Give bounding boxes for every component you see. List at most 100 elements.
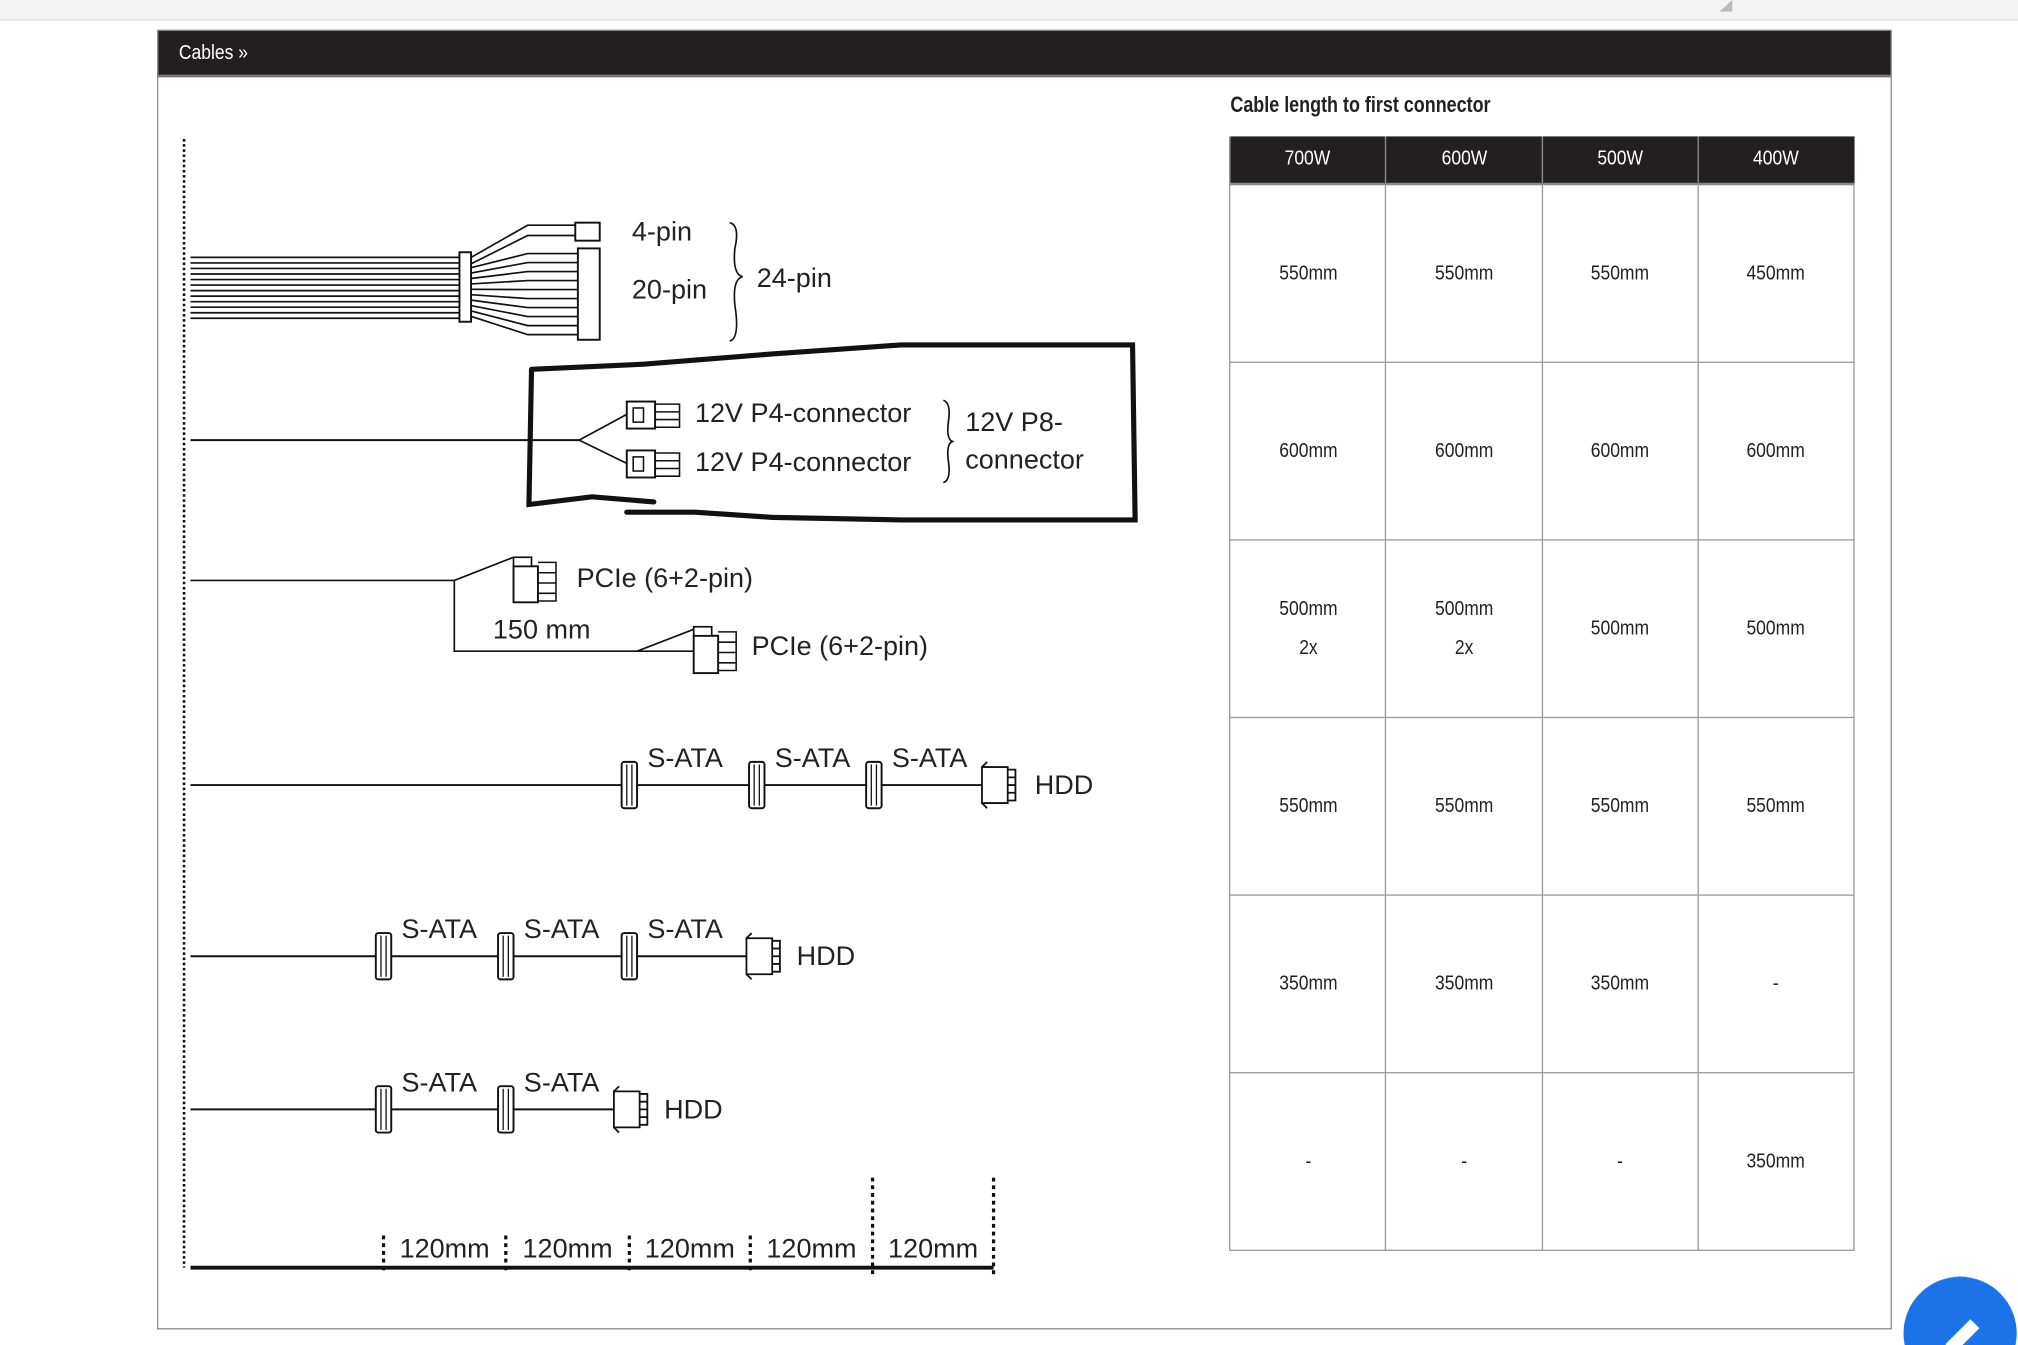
label-4pin: 4-pin bbox=[632, 217, 692, 247]
table-cell: 550mm bbox=[1385, 716, 1543, 896]
cell-value: 350mm bbox=[1746, 1149, 1806, 1172]
cell-value: 500mm bbox=[1591, 617, 1650, 639]
table-cell: - bbox=[1229, 1072, 1387, 1251]
hdd-connector bbox=[612, 1085, 649, 1134]
cell-value: 500mm bbox=[1746, 617, 1806, 639]
label-24pin: 24-pin bbox=[757, 263, 832, 293]
pcie-connector-1 bbox=[512, 565, 539, 604]
column-header: 600W bbox=[1385, 136, 1543, 186]
cell-value: - bbox=[1304, 1149, 1311, 1172]
table-cell: 550mm bbox=[1229, 716, 1387, 896]
cell-value: - bbox=[1773, 972, 1780, 995]
table-cell: 550mm bbox=[1385, 183, 1543, 363]
label-p8-line2: connector bbox=[965, 444, 1084, 474]
column-header: 700W bbox=[1229, 136, 1386, 186]
p4-connector-1 bbox=[625, 400, 657, 430]
cell-value: 350mm bbox=[1434, 972, 1494, 995]
table-cell: 350mm bbox=[1541, 894, 1699, 1074]
sata-cables bbox=[190, 760, 1017, 1134]
table-cell: 600mm bbox=[1697, 361, 1855, 541]
pencil-icon bbox=[1945, 1319, 1980, 1345]
table-cell: 600mm bbox=[1385, 361, 1543, 541]
label-sata: S-ATA bbox=[524, 914, 600, 944]
table-title: Cable length to first connector bbox=[1230, 92, 1491, 118]
label-p8-line1: 12V P8- bbox=[965, 407, 1063, 437]
label-p4-2: 12V P4-connector bbox=[695, 447, 911, 477]
table-cell: 500mm bbox=[1541, 539, 1699, 719]
cell-value: 550mm bbox=[1434, 794, 1494, 817]
ruler-label: 120mm bbox=[523, 1233, 613, 1263]
header-label: 500W bbox=[1597, 148, 1644, 170]
table-row: 350mm 350mm 350mm - bbox=[1229, 894, 1855, 1074]
highlight-box bbox=[526, 342, 1138, 523]
ruler-label: 120mm bbox=[400, 1233, 490, 1263]
cell-value: 600mm bbox=[1434, 439, 1494, 462]
label-p4-1: 12V P4-connector bbox=[695, 398, 911, 428]
cell-value: 600mm bbox=[1746, 439, 1806, 462]
browser-top-bar bbox=[0, 0, 2018, 21]
ruler-label: 120mm bbox=[645, 1233, 735, 1263]
table-cell: - bbox=[1385, 1072, 1543, 1251]
table-cell: 600mm bbox=[1229, 361, 1387, 541]
brace-24pin bbox=[729, 221, 743, 342]
brace-p8 bbox=[943, 399, 955, 484]
table-cell: 350mm bbox=[1385, 894, 1543, 1074]
sata-connector bbox=[497, 932, 515, 981]
table-cell: 500mm bbox=[1697, 539, 1855, 719]
cell-value: 600mm bbox=[1278, 439, 1337, 462]
cable-length-table: 700W 600W 500W 400W 550mm 550mm 550mm 450mm 600… bbox=[1229, 136, 1855, 1251]
table-row: - - - 350mm bbox=[1229, 1072, 1855, 1251]
table-row: 550mm 550mm 550mm 450mm bbox=[1229, 183, 1855, 363]
table-cell: - bbox=[1697, 894, 1855, 1074]
label-sata: S-ATA bbox=[402, 1067, 478, 1097]
label-hdd: HDD bbox=[1035, 770, 1094, 800]
cell-value: 550mm bbox=[1278, 794, 1337, 817]
label-pcie-gap: 150 mm bbox=[493, 614, 591, 644]
label-pcie-1: PCIe (6+2-pin) bbox=[577, 563, 753, 593]
table-cell: 550mm bbox=[1229, 183, 1387, 363]
column-header: 400W bbox=[1697, 136, 1854, 186]
bundle-clamp bbox=[458, 251, 473, 323]
pcie-connector-2 bbox=[692, 634, 720, 675]
table-cell: 550mm bbox=[1541, 183, 1699, 363]
table-cell: 600mm bbox=[1541, 361, 1699, 541]
table-cell: 450mm bbox=[1697, 183, 1855, 363]
cell-value: 550mm bbox=[1278, 261, 1337, 284]
ruler-label: 120mm bbox=[766, 1233, 856, 1263]
cell-value: 350mm bbox=[1278, 972, 1337, 995]
table-cell: 350mm bbox=[1697, 1072, 1855, 1251]
header-label: 600W bbox=[1441, 148, 1487, 170]
connector-20pin bbox=[576, 247, 601, 341]
table-row: 600mm 600mm 600mm 600mm bbox=[1229, 361, 1855, 541]
sata-connector bbox=[497, 1085, 515, 1134]
header-label: 400W bbox=[1753, 148, 1800, 170]
table-cell: 350mm bbox=[1229, 894, 1387, 1074]
sata-connector bbox=[865, 760, 883, 810]
edit-button[interactable] bbox=[1903, 1276, 2017, 1345]
label-sata: S-ATA bbox=[647, 914, 723, 944]
atx-bundle bbox=[190, 224, 578, 336]
label-sata: S-ATA bbox=[524, 1067, 600, 1097]
column-header: 500W bbox=[1541, 136, 1699, 186]
label-sata: S-ATA bbox=[892, 743, 968, 773]
cell-value: 550mm bbox=[1434, 261, 1494, 284]
cell-value: - bbox=[1617, 1149, 1624, 1172]
resize-handle[interactable] bbox=[1719, 0, 1733, 12]
cell-value: 500mm 2x bbox=[1278, 597, 1337, 659]
table-cell: 550mm bbox=[1541, 716, 1699, 896]
label-sata: S-ATA bbox=[775, 743, 851, 773]
cell-value: 550mm bbox=[1591, 261, 1650, 284]
cell-value: 550mm bbox=[1746, 794, 1806, 817]
cell-value: 600mm bbox=[1591, 439, 1650, 462]
label-20pin: 20-pin bbox=[632, 275, 707, 305]
label-sata: S-ATA bbox=[647, 743, 723, 773]
cell-value: - bbox=[1461, 1149, 1467, 1172]
cell-value: 500mm 2x bbox=[1434, 597, 1494, 659]
label-hdd: HDD bbox=[797, 941, 856, 971]
panel-header[interactable]: Cables » bbox=[158, 30, 1891, 78]
hdd-connector bbox=[745, 932, 781, 981]
table-row: 550mm 550mm 550mm 550mm bbox=[1229, 716, 1855, 896]
cell-value: 450mm bbox=[1746, 261, 1806, 284]
hdd-connector bbox=[981, 761, 1017, 809]
